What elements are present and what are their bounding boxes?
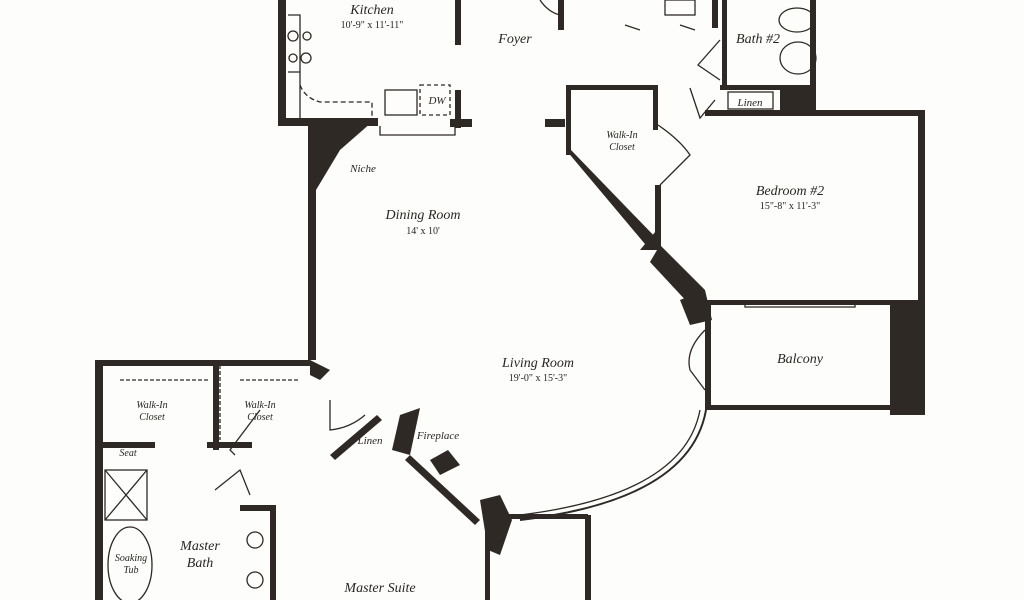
foyer-label: Foyer bbox=[498, 32, 532, 47]
dining-room-label: Dining Room bbox=[385, 208, 461, 223]
niche-label: Niche bbox=[350, 163, 376, 175]
master-suite-label: Master Suite bbox=[344, 581, 416, 596]
master-bath-label: Master Bath bbox=[180, 539, 220, 571]
walk-in-closet-label: Walk-In Closet bbox=[606, 130, 638, 153]
bath2-label: Bath #2 bbox=[736, 32, 780, 47]
bedroom2-label: Bedroom #2 bbox=[755, 184, 825, 199]
living-room-label: Living Room bbox=[502, 356, 574, 371]
walls bbox=[95, 0, 925, 600]
dishwasher-label: DW bbox=[428, 95, 446, 107]
living-room-dimensions: 19'-0" x 15'-3" bbox=[508, 373, 568, 384]
kitchen-dimensions: 10'-9" x 11'-11" bbox=[340, 20, 404, 31]
bedroom2-dimensions: 15"-8" x 11'-3" bbox=[759, 201, 821, 212]
balcony-label: Balcony bbox=[777, 352, 823, 367]
kitchen-label: Kitchen bbox=[350, 3, 394, 18]
fixtures bbox=[104, 0, 856, 600]
walk-in-closet-label: Walk-In Closet bbox=[244, 400, 276, 423]
soaking-tub-label: Soaking Tub bbox=[114, 553, 148, 576]
dining-room-dimensions: 14' x 10' bbox=[406, 226, 440, 237]
linen-label: Linen bbox=[357, 435, 383, 447]
seat-label: Seat bbox=[119, 448, 137, 459]
walk-in-closet-label: Walk-In Closet bbox=[136, 400, 168, 423]
linen-label: Linen bbox=[737, 97, 763, 109]
fireplace-label: Fireplace bbox=[416, 430, 460, 442]
